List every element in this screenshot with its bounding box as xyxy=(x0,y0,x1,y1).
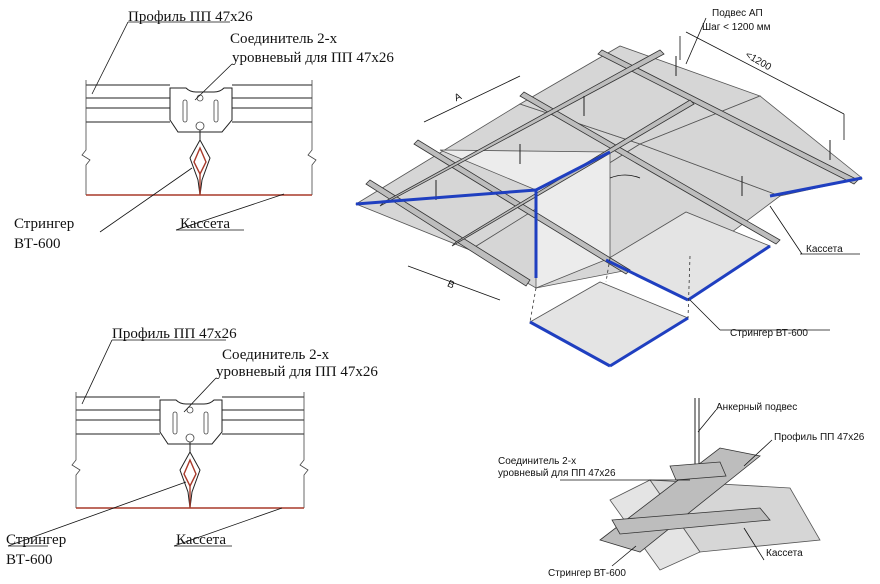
close-profile-label: Профиль ПП 47х26 xyxy=(774,431,865,443)
top-cassette-label: Кассета xyxy=(180,216,230,232)
top-connector-label-2: уровневый для ПП 47х26 xyxy=(232,50,394,66)
top-connector-label-1: Соединитель 2-х xyxy=(230,31,338,47)
iso-cassette-label: Кассета xyxy=(806,244,843,255)
close-cassette-label: Кассета xyxy=(766,548,803,559)
iso-dim-b: В xyxy=(445,279,456,292)
iso-dim-a: А xyxy=(453,91,464,104)
bottom-connector-label-2: уровневый для ПП 47х26 xyxy=(216,364,378,380)
close-stringer-label: Стрингер ВТ-600 xyxy=(548,568,626,579)
iso-stringer-label: Стрингер ВТ-600 xyxy=(730,328,808,339)
top-stringer-label-1: Стрингер xyxy=(14,216,74,232)
closeup xyxy=(560,398,821,571)
close-anchor-label: Анкерный подвес xyxy=(716,402,797,413)
bottom-cassette-label: Кассета xyxy=(176,532,226,548)
close-connector-label-2: уровневый для ПП 47х26 xyxy=(498,468,616,479)
iso-hanger-label-1: Подвес АП xyxy=(712,8,763,19)
bottom-profile-label: Профиль ПП 47х26 xyxy=(112,326,237,342)
iso-hanger-label-2: Шаг < 1200 мм xyxy=(702,22,771,33)
bottom-connector-label-1: Соединитель 2-х xyxy=(222,347,330,363)
top-stringer-label-2: ВТ-600 xyxy=(14,236,60,252)
detail-top xyxy=(81,21,317,233)
detail-bottom xyxy=(7,339,309,547)
top-profile-label: Профиль ПП 47х26 xyxy=(128,9,253,25)
close-connector-label-1: Соединитель 2-х xyxy=(498,456,576,467)
isometric-grid xyxy=(355,17,863,368)
bottom-stringer-label-1: Стрингер xyxy=(6,532,66,548)
bottom-stringer-label-2: ВТ-600 xyxy=(6,552,52,568)
